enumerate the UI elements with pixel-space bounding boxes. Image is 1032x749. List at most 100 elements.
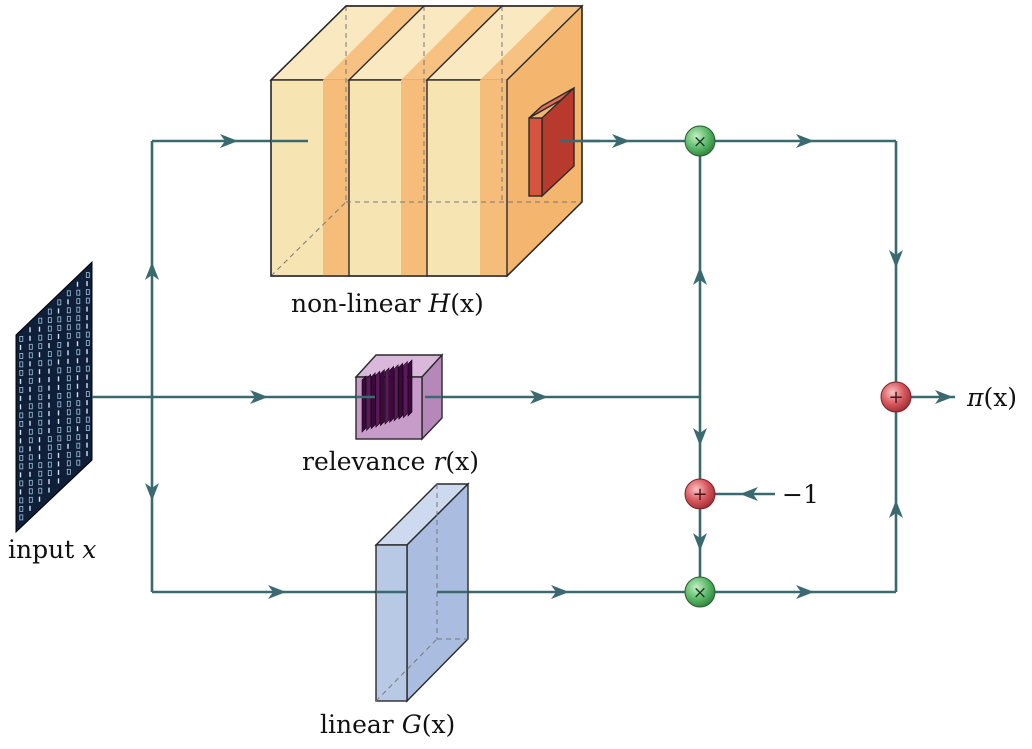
relevance-filter-plate — [403, 360, 408, 419]
binary-digit — [29, 386, 31, 392]
binary-digit — [76, 417, 81, 424]
binary-digit — [85, 340, 90, 347]
binary-digit — [19, 429, 22, 435]
binary-digit — [38, 317, 43, 324]
binary-digit — [28, 462, 33, 469]
binary-digit — [85, 365, 90, 372]
binary-digit — [57, 324, 62, 331]
binary-digit — [48, 402, 50, 408]
binary-digit — [85, 391, 90, 398]
binary-digit — [48, 479, 50, 485]
binary-digit — [86, 281, 88, 287]
binary-digit — [38, 334, 43, 341]
binary-digit — [38, 343, 43, 350]
binary-digit — [66, 392, 71, 399]
binary-digit — [85, 416, 90, 423]
binary-digit — [28, 403, 33, 410]
binary-digit — [19, 412, 24, 419]
linear-label: linear G(x) — [320, 710, 455, 739]
binary-digit — [47, 325, 52, 332]
binary-digit — [57, 443, 62, 450]
binary-digit — [76, 392, 79, 398]
binary-digit — [28, 343, 33, 350]
binary-digit — [19, 369, 24, 376]
binary-digit — [19, 404, 22, 410]
binary-digit — [57, 333, 60, 339]
binary-digit — [38, 385, 43, 392]
binary-digit — [76, 315, 81, 322]
binary-digit — [28, 411, 33, 418]
binary-digit — [19, 505, 24, 512]
binary-digit — [48, 411, 50, 417]
relevance-filter-plate — [384, 367, 390, 425]
binary-digit — [67, 299, 69, 305]
binary-digit — [66, 332, 71, 339]
relevance-filter-plate — [389, 365, 394, 424]
binary-digit — [47, 444, 52, 451]
binary-digit — [66, 426, 71, 433]
binary-digit — [28, 479, 33, 486]
binary-digit — [47, 436, 52, 443]
relevance-filter-plate — [393, 364, 399, 422]
binary-digit — [28, 428, 33, 435]
multiply-symbol: × — [693, 583, 707, 603]
binary-digit — [48, 377, 50, 383]
binary-digit — [19, 438, 22, 444]
binary-digit — [86, 408, 88, 414]
binary-digit — [85, 289, 90, 296]
relevance-block — [354, 353, 444, 441]
relevance-label: relevance r(x) — [302, 447, 479, 476]
binary-digit — [38, 360, 43, 367]
binary-digit — [47, 351, 52, 358]
binary-digit — [57, 401, 62, 408]
arrows — [145, 134, 953, 599]
binary-digit — [38, 470, 43, 477]
binary-digit — [76, 383, 79, 389]
binary-digit — [57, 367, 62, 374]
binary-digit — [28, 454, 33, 461]
binary-digit — [67, 341, 69, 347]
binary-digit — [66, 451, 71, 458]
binary-digit — [66, 307, 71, 314]
binary-digit — [29, 395, 31, 401]
binary-digit — [48, 487, 50, 493]
binary-digit — [76, 459, 81, 466]
binary-digit — [66, 366, 71, 373]
binary-digit — [29, 446, 31, 452]
binary-digit — [19, 344, 22, 350]
binary-digit — [19, 489, 22, 495]
binary-digit — [28, 352, 33, 359]
binary-digit — [47, 359, 52, 366]
binary-digit — [19, 514, 24, 521]
binary-digit — [28, 496, 33, 503]
binary-digit — [85, 272, 90, 279]
binary-digit — [28, 369, 33, 376]
binary-digit — [76, 442, 81, 449]
binary-digit — [86, 400, 88, 406]
binary-digit — [86, 442, 88, 448]
nonlinear-slab-2 — [347, 5, 504, 277]
binary-digit — [67, 350, 69, 356]
binary-digit — [19, 395, 22, 401]
binary-digit — [48, 343, 50, 349]
binary-digit — [57, 341, 62, 348]
binary-digit — [76, 426, 79, 432]
binary-digit — [66, 417, 71, 424]
binary-digit — [57, 469, 60, 475]
binary-digit — [19, 480, 24, 487]
binary-digit — [66, 460, 71, 467]
binary-digit — [57, 452, 60, 458]
multiply-node-bottom: × — [684, 576, 716, 608]
binary-digit — [76, 306, 81, 313]
binary-digit — [57, 308, 60, 314]
binary-digit — [48, 419, 50, 425]
binary-digit — [29, 335, 31, 341]
binary-digit — [76, 451, 81, 458]
multiply-symbol: × — [693, 132, 707, 152]
binary-digit — [19, 420, 24, 427]
binary-digit — [66, 375, 71, 382]
relevance-filter-plate — [370, 372, 376, 430]
binary-digit — [76, 289, 81, 296]
nonlinear-label: non-linear H(x) — [291, 289, 484, 318]
